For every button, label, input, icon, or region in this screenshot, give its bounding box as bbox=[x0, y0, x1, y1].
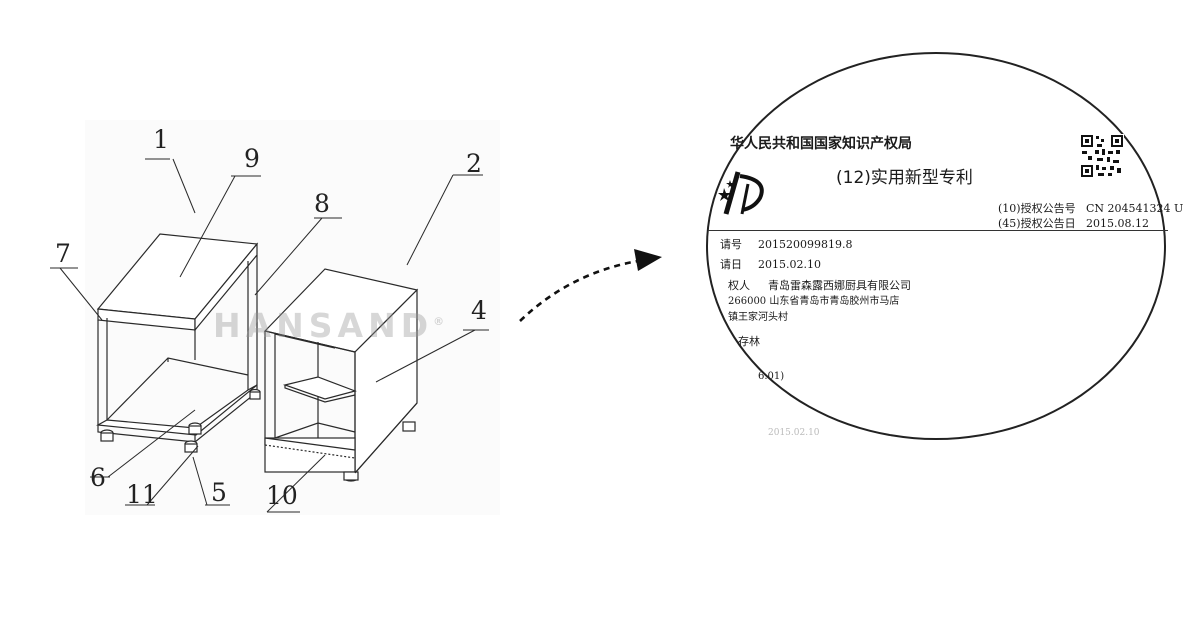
document-header-rule bbox=[708, 230, 1168, 231]
shelf-cabinet bbox=[263, 268, 419, 482]
callout-10: 10 bbox=[266, 481, 298, 510]
patent-document-type: (12)实用新型专利 bbox=[836, 168, 973, 188]
callout-5: 5 bbox=[211, 478, 227, 507]
application-number-value: 201520099819.8 bbox=[758, 238, 853, 251]
brand-watermark: HANSAND® bbox=[213, 306, 444, 345]
holder-address-line2: 镇王家河头村 bbox=[728, 312, 788, 323]
holder-address-line1: 266000 山东省青岛市青岛胶州市马店 bbox=[728, 296, 900, 307]
open-frame-cabinet bbox=[96, 233, 261, 453]
callout-2: 2 bbox=[466, 149, 482, 178]
application-date-label: 请日 bbox=[720, 258, 742, 271]
patent-drawing-panel bbox=[50, 120, 500, 515]
publication-number-value: CN 204541324 U bbox=[1086, 202, 1184, 215]
watermark-text: HANSAND bbox=[213, 306, 434, 345]
publication-number-label: (10)授权公告号 bbox=[998, 202, 1076, 215]
qr-code-icon bbox=[1080, 134, 1124, 178]
publication-date-label: (45)授权公告日 bbox=[998, 217, 1076, 230]
patent-holder-value: 青岛雷森露西娜厨具有限公司 bbox=[768, 279, 911, 292]
callout-4: 4 bbox=[471, 296, 487, 325]
application-date-value: 2015.02.10 bbox=[758, 258, 821, 271]
patent-holder-label: 权人 bbox=[728, 279, 750, 292]
dashed-curved-arrow-icon bbox=[519, 249, 662, 322]
callout-9: 9 bbox=[244, 144, 260, 173]
cabinet-drawing bbox=[50, 158, 489, 513]
callout-8: 8 bbox=[314, 189, 330, 218]
faint-date-line: 2015.02.10 bbox=[768, 428, 820, 438]
patent-authority: 华人民共和国国家知识产权局 bbox=[730, 136, 912, 152]
callout-11: 11 bbox=[126, 480, 158, 509]
watermark-registered-mark: ® bbox=[433, 315, 445, 328]
application-number-label: 请号 bbox=[720, 238, 742, 251]
cnipa-logo-icon bbox=[718, 171, 764, 215]
callout-1: 1 bbox=[153, 125, 169, 154]
inventor-name: 存林 bbox=[738, 335, 760, 348]
magnified-patent-document: 华人民共和国国家知识产权局 (12)实用新型专利 (10)授权公告号 CN 20… bbox=[706, 52, 1183, 440]
leader-lines bbox=[50, 158, 489, 513]
publication-date-value: 2015.08.12 bbox=[1086, 217, 1149, 230]
callout-6: 6 bbox=[90, 463, 106, 492]
classification-code: 6.01) bbox=[758, 371, 785, 382]
callout-7: 7 bbox=[55, 239, 71, 268]
